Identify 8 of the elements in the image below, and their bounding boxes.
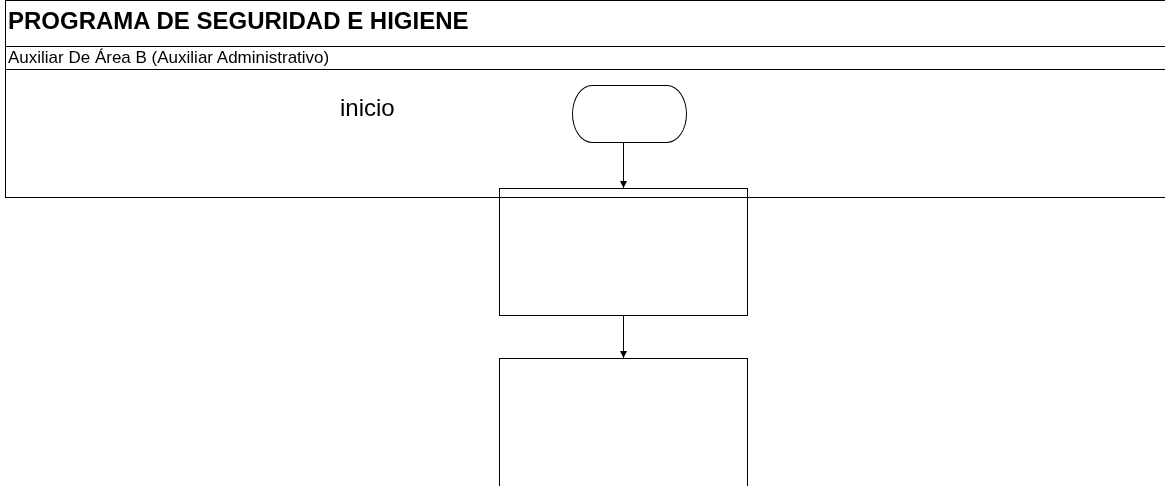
lane-header: Auxiliar De Área B (Auxiliar Administrativo) — [6, 46, 1165, 70]
process-box — [499, 358, 748, 486]
step-label: inicio — [340, 94, 395, 122]
arrow — [620, 315, 627, 359]
arrow — [620, 142, 627, 189]
swimlane — [5, 46, 1165, 198]
process-box — [499, 188, 748, 316]
title-bar: PROGRAMA DE SEGURIDAD E HIGIENE — [5, 0, 1165, 47]
